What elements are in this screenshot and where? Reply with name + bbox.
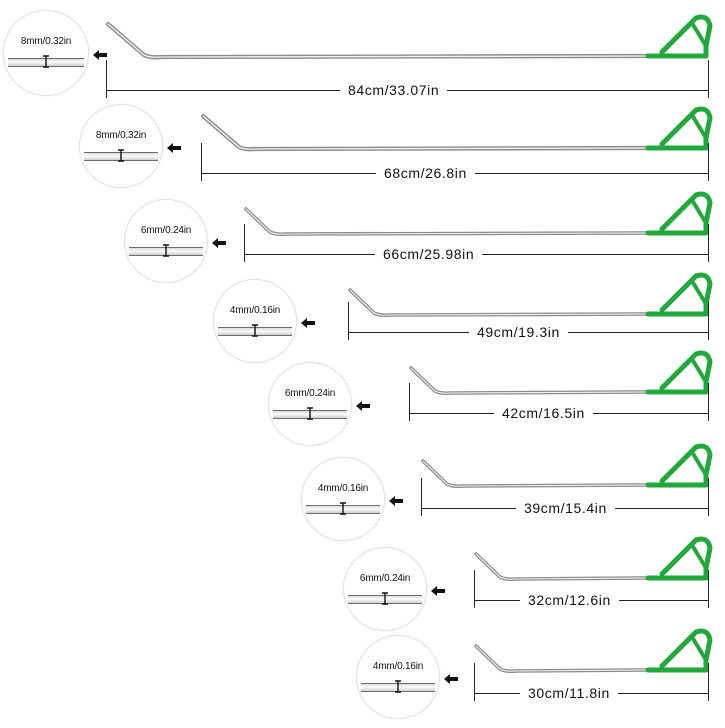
rod-shaft <box>474 644 650 674</box>
dimension-tick-left <box>201 143 202 181</box>
left-arrow-icon <box>444 674 458 684</box>
diameter-label: 4mm/0.16in <box>229 305 281 316</box>
diameter-label: 4mm/0.16in <box>317 483 369 494</box>
diameter-badge: 4mm/0.16in <box>213 279 297 363</box>
left-arrow-icon <box>301 318 315 328</box>
handle-inner-bar <box>690 543 708 570</box>
i-beam-icon <box>43 55 49 68</box>
dimension-tick-right <box>708 478 709 516</box>
rod-highlight <box>107 23 649 58</box>
handle-inner-bar <box>690 21 708 48</box>
rod-highlight <box>349 289 649 316</box>
left-arrow-icon <box>212 238 226 248</box>
dimension-tick-left <box>348 302 349 340</box>
green-handle <box>645 536 713 581</box>
rod-shaft <box>348 288 650 318</box>
dimension-tick-right <box>708 143 709 181</box>
dent-rod <box>200 106 713 152</box>
length-label: 32cm/12.6in <box>520 592 619 608</box>
green-handle <box>645 443 713 488</box>
diameter-badge: 6mm/0.24in <box>268 362 352 446</box>
dent-rod <box>474 536 713 582</box>
green-handle <box>645 350 713 395</box>
left-arrow-icon <box>167 143 181 153</box>
i-beam-icon <box>252 324 258 337</box>
rod-highlight <box>475 645 649 672</box>
length-label: 49cm/19.3in <box>469 324 568 340</box>
length-label: 30cm/11.8in <box>520 685 618 701</box>
left-arrow-icon <box>356 401 370 411</box>
length-label: 39cm/15.4in <box>516 500 615 516</box>
handle-inner-bar <box>690 635 708 662</box>
dimension-tick-left <box>421 478 422 516</box>
handle-inner-bar <box>690 279 708 306</box>
dent-rod <box>244 191 713 237</box>
dimension-tick-right <box>708 383 709 421</box>
i-beam-icon <box>307 407 313 420</box>
i-beam-icon <box>340 502 346 515</box>
length-label: 68cm/26.8in <box>376 165 475 181</box>
rod-shaft <box>421 459 650 489</box>
diameter-badge: 6mm/0.24in <box>343 547 427 631</box>
handle-inner-bar <box>690 357 708 384</box>
length-label: 66cm/25.98in <box>375 246 483 262</box>
rod-highlight <box>475 553 649 580</box>
green-handle <box>645 628 713 673</box>
diameter-badge: 4mm/0.16in <box>356 635 440 719</box>
green-handle <box>645 191 713 236</box>
rod-shaft <box>474 552 650 582</box>
dent-rod <box>105 14 713 60</box>
rod-highlight <box>410 367 649 394</box>
green-handle <box>645 14 713 59</box>
handle-inner-bar <box>690 113 708 140</box>
diameter-badge: 8mm/0.32in <box>79 104 163 188</box>
diameter-badge: 8mm/0.32in <box>3 10 89 96</box>
dent-rod <box>421 443 713 489</box>
rod-highlight <box>422 460 649 487</box>
dimension-tick-right <box>708 570 709 608</box>
diameter-label: 8mm/0.32in <box>95 130 147 141</box>
left-arrow-icon <box>389 496 403 506</box>
dimension-tick-left <box>106 60 107 98</box>
diameter-label: 8mm/0.32in <box>20 36 72 47</box>
diameter-label: 6mm/0.24in <box>284 388 336 399</box>
dimension-tick-right <box>708 224 709 262</box>
dent-rod <box>409 350 713 396</box>
dimension-tick-right <box>708 60 709 98</box>
diameter-label: 6mm/0.24in <box>140 225 192 236</box>
handle-inner-bar <box>690 450 708 477</box>
i-beam-icon <box>395 680 401 693</box>
left-arrow-icon <box>431 586 445 596</box>
green-handle <box>645 272 713 317</box>
diameter-label: 4mm/0.16in <box>372 661 424 672</box>
green-handle <box>645 106 713 151</box>
left-arrow-icon <box>93 50 107 60</box>
rod-highlight <box>245 208 649 235</box>
i-beam-icon <box>382 592 388 605</box>
dimension-tick-right <box>708 663 709 701</box>
rod-highlight <box>202 115 649 150</box>
dent-rod <box>348 272 713 318</box>
dent-rod <box>474 628 713 674</box>
diameter-badge: 6mm/0.24in <box>124 199 208 283</box>
i-beam-icon <box>118 149 124 162</box>
rod-shaft <box>244 207 650 237</box>
dimension-tick-left <box>244 224 245 262</box>
rod-shaft <box>105 21 651 60</box>
length-label: 84cm/33.07in <box>340 82 448 98</box>
diameter-badge: 4mm/0.16in <box>301 457 385 541</box>
length-label: 42cm/16.5in <box>494 405 593 421</box>
rod-shaft <box>200 113 651 152</box>
i-beam-icon <box>163 244 169 257</box>
dimension-tick-right <box>708 302 709 340</box>
diameter-label: 6mm/0.24in <box>359 573 411 584</box>
dimension-tick-left <box>474 570 475 608</box>
dimension-tick-left <box>474 663 475 701</box>
dimension-tick-left <box>409 383 410 421</box>
handle-inner-bar <box>690 198 708 225</box>
rod-shaft <box>409 366 650 396</box>
